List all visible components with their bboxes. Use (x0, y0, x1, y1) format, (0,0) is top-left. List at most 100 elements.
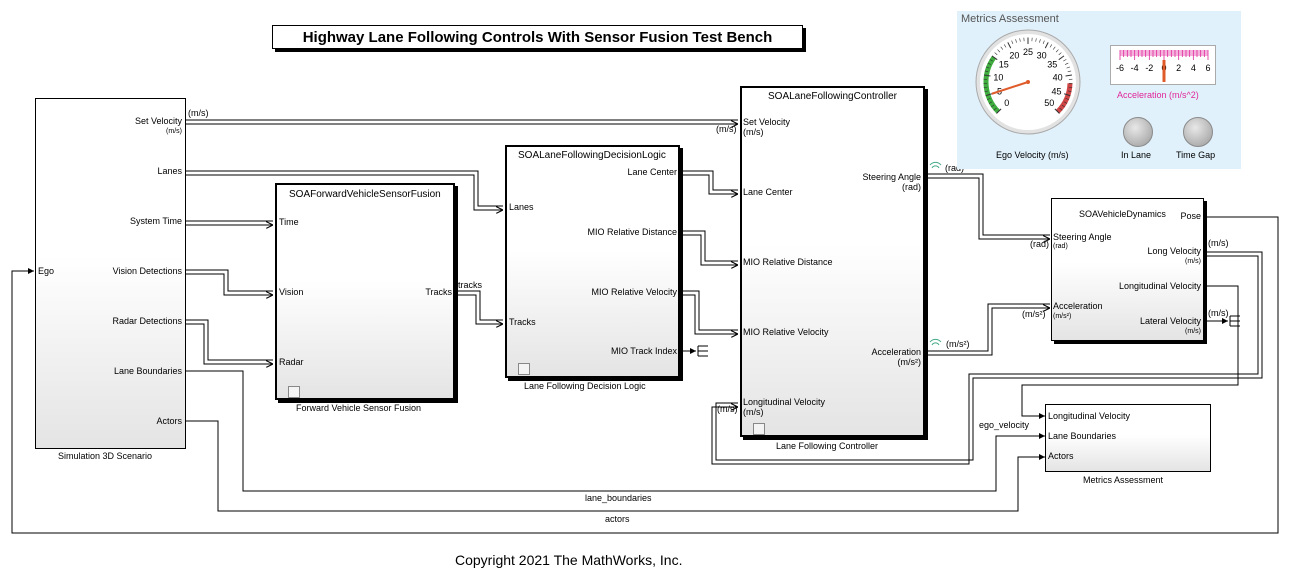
in-lane-lamp[interactable] (1123, 117, 1153, 147)
wire-label-rad-out: (rad) (945, 163, 965, 173)
decision-port-mio-distance: MIO Relative Distance (587, 227, 677, 237)
scenario-port-actors: Actors (156, 416, 182, 426)
wire-label-long-velocity-in: (m/s) (717, 404, 738, 414)
wire-label-actors: actors (605, 514, 630, 524)
scenario-port-radar: Radar Detections (112, 316, 182, 326)
acceleration-bar-gauge[interactable]: -6-4-20246 (1110, 45, 1216, 85)
gauge-tick-label: 45 (1052, 86, 1062, 96)
controller-port-set-velocity-unit: (m/s) (743, 127, 764, 137)
gauge-tick-label: 35 (1047, 59, 1057, 69)
accel-label: Acceleration (m/s^2) (1117, 90, 1199, 100)
gauge-tick (1054, 108, 1060, 114)
controller-caption: Lane Following Controller (776, 441, 879, 451)
wire-label-accel-out: (m/s²) (946, 339, 970, 349)
gauge-tick (1055, 49, 1059, 53)
gauge-tick (983, 74, 991, 77)
scenario-port-set-velocity: Set Velocity (134, 116, 182, 126)
controller-port-mio-distance: MIO Relative Distance (743, 257, 833, 267)
fusion-port-tracks: Tracks (425, 287, 452, 297)
wire-label-lane-boundaries: lane_boundaries (585, 493, 652, 503)
wire-label-set-velocity: (m/s) (188, 108, 209, 118)
ego-velocity-gauge[interactable]: 05101520253035404550 (973, 27, 1083, 137)
dynamics-port-long-velocity-unit: (m/s) (1185, 258, 1201, 265)
gauge-tick (1065, 74, 1073, 77)
metrics-port-long-velocity: Longitudinal Velocity (1048, 411, 1131, 421)
gauge-tick (1003, 44, 1007, 48)
gauge-tick-label: 20 (1009, 50, 1019, 60)
gauge-tick (994, 52, 998, 56)
wire-label-rad-in: (rad) (1030, 239, 1050, 249)
dynamics-port-lateral-velocity-unit: (m/s) (1185, 328, 1201, 335)
vehicle-dynamics-block[interactable] (1051, 198, 1204, 341)
gauge-tick (997, 49, 1001, 53)
wire-mio-velocity (680, 290, 738, 331)
gauge-tick (1065, 98, 1069, 100)
gauge-tick (984, 90, 989, 93)
controller-port-acceleration-unit: (m/s²) (897, 357, 922, 367)
dynamics-port-long-velocity: Long Velocity (1147, 246, 1201, 256)
lane-following-controller-block[interactable] (740, 86, 925, 437)
accel-tick-label: 4 (1191, 63, 1196, 73)
gauge-tick (991, 104, 995, 108)
accel-needle (1162, 60, 1166, 82)
gauge-tick (1061, 104, 1065, 108)
wire-vision (186, 269, 273, 292)
in-lane-label: In Lane (1121, 150, 1152, 160)
controller-port-steering-unit: (rad) (901, 182, 921, 192)
dynamics-port-steering-unit: (rad) (1053, 243, 1068, 250)
fusion-port-radar: Radar (279, 357, 304, 367)
page-title: Highway Lane Following Controls With Sen… (272, 25, 803, 49)
gauge-tick (996, 108, 1002, 114)
fusion-port-vision: Vision (279, 287, 304, 297)
gauge-tick-label: 30 (1037, 50, 1047, 60)
lane-following-decision-logic-block[interactable] (505, 145, 680, 378)
scenario-port-vision: Vision Detections (112, 266, 182, 276)
simulation-3d-scenario-block[interactable] (35, 98, 186, 449)
gauge-tick (984, 70, 989, 73)
gauge-tick (1058, 52, 1062, 56)
forward-vehicle-sensor-fusion-block[interactable] (275, 183, 455, 400)
dynamics-port-steering: Steering Angle (1053, 232, 1112, 242)
wire-ego-velocity (1021, 285, 1239, 419)
wire-lane-center (680, 170, 738, 191)
gauge-tick (1011, 40, 1014, 44)
metrics-assessment-block[interactable] (1045, 404, 1211, 472)
gauge-tick (1007, 42, 1012, 49)
gauge-tick (987, 62, 992, 65)
metrics-caption: Metrics Assessment (1083, 475, 1164, 485)
gauge-tick (987, 98, 991, 100)
fusion-caption: Forward Vehicle Sensor Fusion (296, 403, 422, 413)
dynamics-port-acceleration-unit: (m/s²) (1053, 313, 1072, 320)
gauge-tick (1039, 39, 1041, 43)
gauge-tick (988, 101, 993, 104)
accel-tick-label: -6 (1116, 63, 1124, 73)
gauge-tick (993, 107, 997, 111)
scenario-port-set-velocity-unit: (m/s) (166, 128, 182, 135)
gauge-needle (991, 81, 1029, 95)
gauge-tick-label: 10 (993, 72, 1003, 82)
gauge-tick-label: 0 (1004, 98, 1009, 108)
scenario-port-lanes: Lanes (157, 166, 182, 176)
gauge-tick (1064, 62, 1069, 65)
time-gap-label: Time Gap (1176, 150, 1216, 160)
wire-actors (186, 420, 1045, 512)
lock-icon (518, 363, 530, 375)
decision-port-lanes: Lanes (509, 202, 534, 212)
decision-caption: Lane Following Decision Logic (524, 381, 646, 391)
time-gap-lamp[interactable] (1183, 117, 1213, 147)
decision-port-mio-velocity: MIO Relative Velocity (591, 287, 677, 297)
gauge-tick (1000, 46, 1004, 50)
scenario-port-system-time: System Time (129, 216, 182, 226)
wire-steering (925, 173, 1050, 236)
gauge-tick (1063, 93, 1071, 97)
controller-port-set-velocity: Set Velocity (743, 117, 791, 127)
fusion-block-name: SOAForwardVehicleSensorFusion (289, 189, 441, 200)
gauge-tick (1015, 39, 1017, 43)
copyright: Copyright 2021 The MathWorks, Inc. (455, 552, 683, 568)
accel-tick-label: -4 (1131, 63, 1139, 73)
wire-mio-distance (680, 230, 738, 262)
scenario-caption: Simulation 3D Scenario (58, 451, 153, 461)
gauge-tick (1042, 40, 1045, 44)
gauge-tick-label: 15 (999, 59, 1009, 69)
scenario-port-lane-boundaries: Lane Boundaries (113, 366, 182, 376)
